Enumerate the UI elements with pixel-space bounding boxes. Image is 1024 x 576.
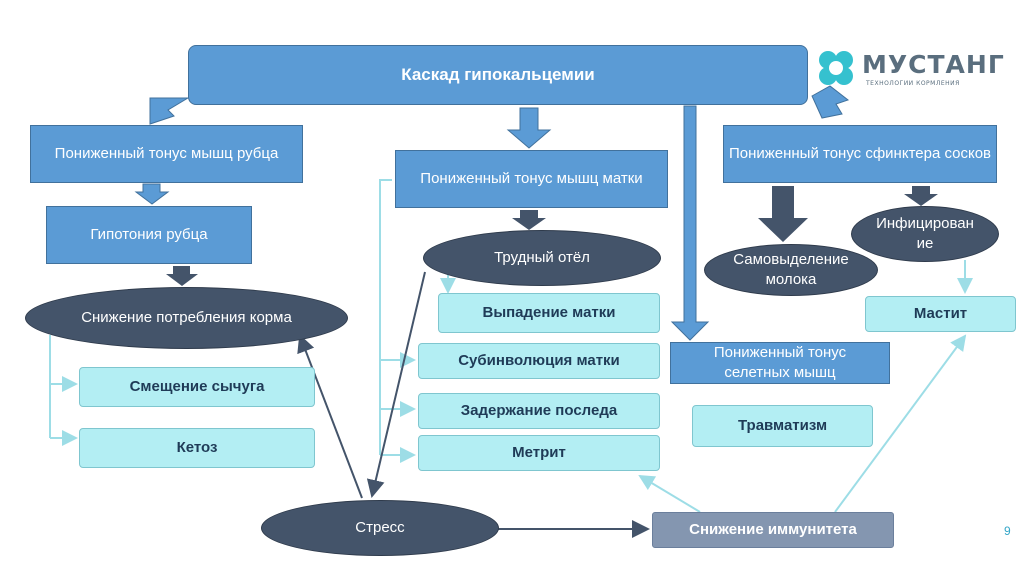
dark-arrow-rumen-hypotonia	[134, 183, 170, 205]
traumatism-label: Травматизм	[737, 416, 828, 434]
block-arrow-title-center	[506, 107, 552, 149]
uterus-tone-box: Пониженный тонус мышц матки	[395, 150, 668, 208]
feed-intake-label: Снижение потребления корма	[81, 308, 292, 326]
mastitis-label: Мастит	[913, 304, 968, 322]
skeletal-tone-box: Пониженный тонус селетных мышц	[670, 342, 890, 384]
dark-arrow-teat-infection	[904, 186, 938, 206]
long-arrow-title-to-skeletal	[670, 105, 710, 341]
stress-label: Стресс	[355, 518, 405, 536]
feed-intake-ellipse: Снижение потребления корма	[25, 287, 348, 349]
title-text: Каскад гипокальцемии	[401, 64, 595, 84]
teat-sphincter-tone-box: Пониженный тонус сфинктера сосков	[723, 125, 997, 183]
milk-leakage-ellipse: Самовыделение молока	[704, 244, 878, 296]
dark-arrow-hypotonia-feed	[166, 266, 198, 286]
abomasum-displacement-box: Смещение сычуга	[79, 367, 315, 407]
infection-label: Инфицирование	[876, 214, 974, 252]
uterine-subinvolution-label: Субинволюция матки	[458, 351, 620, 369]
metritis-label: Метрит	[512, 443, 566, 461]
difficult-calving-label: Трудный отёл	[494, 248, 590, 266]
connector-uterus-spine	[379, 179, 392, 455]
block-arrow-title-right	[811, 85, 850, 119]
uterine-prolapse-label: Выпадение матки	[482, 303, 616, 321]
rumen-tone-label: Пониженный тонус мышц рубца	[54, 144, 279, 162]
abomasum-displacement-label: Смещение сычуга	[129, 377, 265, 395]
logo-tagline: ТЕХНОЛОГИИ КОРМЛЕНИЯ	[866, 80, 960, 87]
difficult-calving-ellipse: Трудный отёл	[423, 230, 661, 286]
slide-number: 9	[1004, 524, 1011, 538]
immunity-drop-label: Снижение иммунитета	[689, 520, 857, 538]
connector-immunity-to-metritis	[638, 474, 701, 513]
skeletal-tone-label: Пониженный тонус селетных мышц	[713, 343, 847, 381]
ketosis-label: Кетоз	[176, 438, 218, 456]
connector-stress-to-feed	[297, 334, 363, 499]
rumen-tone-box: Пониженный тонус мышц рубца	[30, 125, 303, 183]
connector-calving-to-stress	[366, 271, 426, 498]
dark-arrow-uterus-calving	[512, 210, 546, 230]
logo-icon	[816, 48, 856, 88]
teat-sphincter-tone-label: Пониженный тонус сфинктера сосков	[728, 144, 992, 162]
uterus-tone-label: Пониженный тонус мышц матки	[420, 169, 643, 187]
infection-ellipse: Инфицирование	[851, 206, 999, 262]
uterine-prolapse-box: Выпадение матки	[438, 293, 660, 333]
milk-leakage-label: Самовыделение молока	[733, 250, 849, 288]
dark-arrow-teat-leakage	[758, 186, 808, 242]
rumen-hypotonia-label: Гипотония рубца	[90, 225, 208, 243]
uterine-subinvolution-box: Субинволюция матки	[418, 343, 660, 379]
connector-immunity-to-mastitis	[834, 334, 967, 513]
mastitis-box: Мастит	[865, 296, 1016, 332]
traumatism-box: Травматизм	[692, 405, 873, 447]
metritis-box: Метрит	[418, 435, 660, 471]
retained-placenta-label: Задержание последа	[460, 401, 618, 419]
retained-placenta-box: Задержание последа	[418, 393, 660, 429]
stress-ellipse: Стресс	[261, 500, 499, 556]
logo-name: МУСТАНГ	[862, 50, 1005, 79]
block-arrow-title-left	[149, 97, 190, 125]
immunity-drop-box: Снижение иммунитета	[652, 512, 894, 548]
rumen-hypotonia-box: Гипотония рубца	[46, 206, 252, 264]
title-box: Каскад гипокальцемии	[188, 45, 808, 105]
ketosis-box: Кетоз	[79, 428, 315, 468]
